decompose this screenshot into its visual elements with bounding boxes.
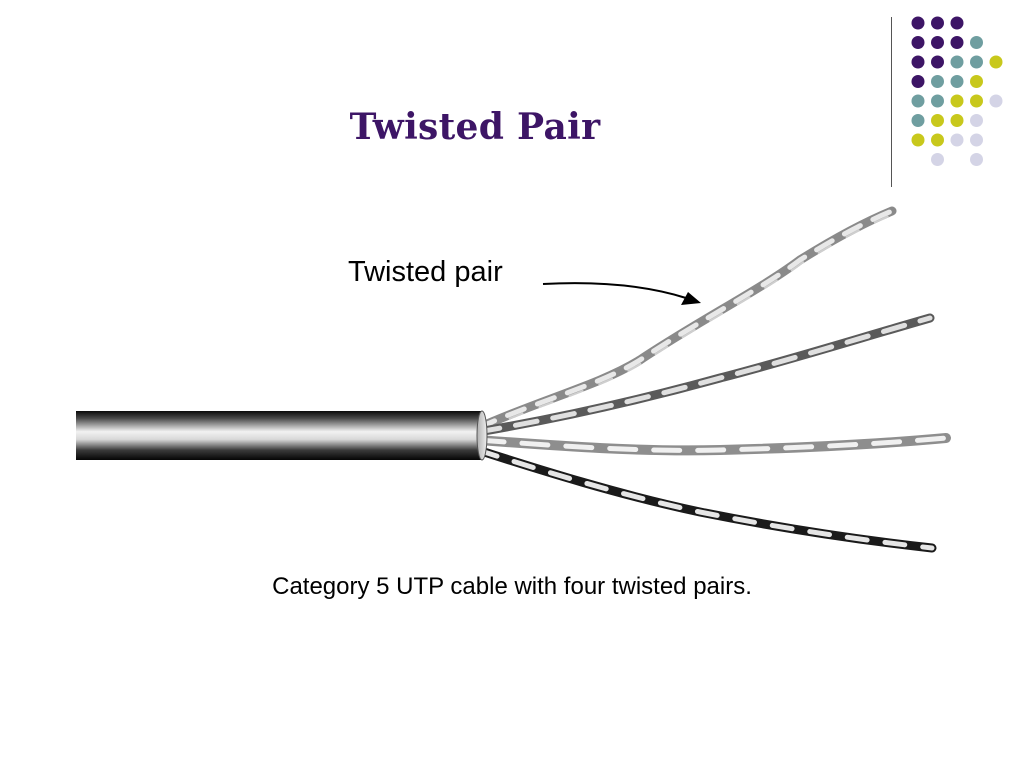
title-divider-line [891, 17, 892, 187]
decorative-dot-yellow [950, 94, 964, 108]
wire-pair-3 [473, 433, 951, 456]
wire-pair-1 [473, 206, 897, 433]
decorative-dot-lavender [950, 133, 964, 147]
decorative-dot-yellow [989, 55, 1003, 69]
decorative-dot-purple [911, 36, 925, 49]
wire-pair-2 [473, 313, 935, 437]
decorative-dot-lavender [970, 133, 983, 147]
decorative-dot-yellow [950, 114, 964, 127]
figure-caption: Category 5 UTP cable with four twisted p… [272, 573, 752, 600]
decorative-dot-purple [931, 36, 944, 49]
decorative-dot-yellow [931, 114, 944, 127]
decorative-dot-purple [911, 16, 925, 30]
decorative-dot-purple [950, 16, 964, 30]
decorative-dot-purple [911, 75, 925, 88]
decorative-dot-purple [931, 16, 944, 30]
decorative-dot-teal [970, 36, 983, 49]
decorative-dot-lavender [989, 94, 1003, 108]
twisted-pair-label: Twisted pair [348, 256, 503, 288]
decorative-dot-teal [931, 75, 944, 88]
decorative-dot-yellow [970, 75, 983, 88]
decorative-dot-teal [950, 75, 964, 88]
wire-pairs [473, 206, 951, 553]
decorative-dot-lavender [970, 114, 983, 127]
decorative-dot-teal [970, 55, 983, 69]
decorative-dot-purple [950, 36, 964, 49]
cable-jacket-end [476, 410, 488, 461]
decorative-dot-teal [931, 94, 944, 108]
decorative-dot-teal [911, 114, 925, 127]
decorative-dot-yellow [970, 94, 983, 108]
decorative-dot-purple [911, 55, 925, 69]
annotation-arrowhead [681, 292, 701, 305]
slide-title: Twisted Pair [349, 106, 601, 148]
decorative-dot-teal [950, 55, 964, 69]
cable-jacket [76, 411, 482, 460]
decorative-dot-purple [931, 55, 944, 69]
decorative-dot-lavender [931, 153, 944, 166]
decorative-dot-yellow [931, 133, 944, 147]
decorative-dot-lavender [970, 153, 983, 166]
decorative-dot-grid [911, 16, 1003, 166]
annotation-arrow-line [542, 282, 687, 299]
utp-cable-illustration [76, 206, 951, 553]
decorative-dot-teal [911, 94, 925, 108]
decorative-dot-yellow [911, 133, 925, 147]
wire-pair-4 [473, 445, 937, 553]
